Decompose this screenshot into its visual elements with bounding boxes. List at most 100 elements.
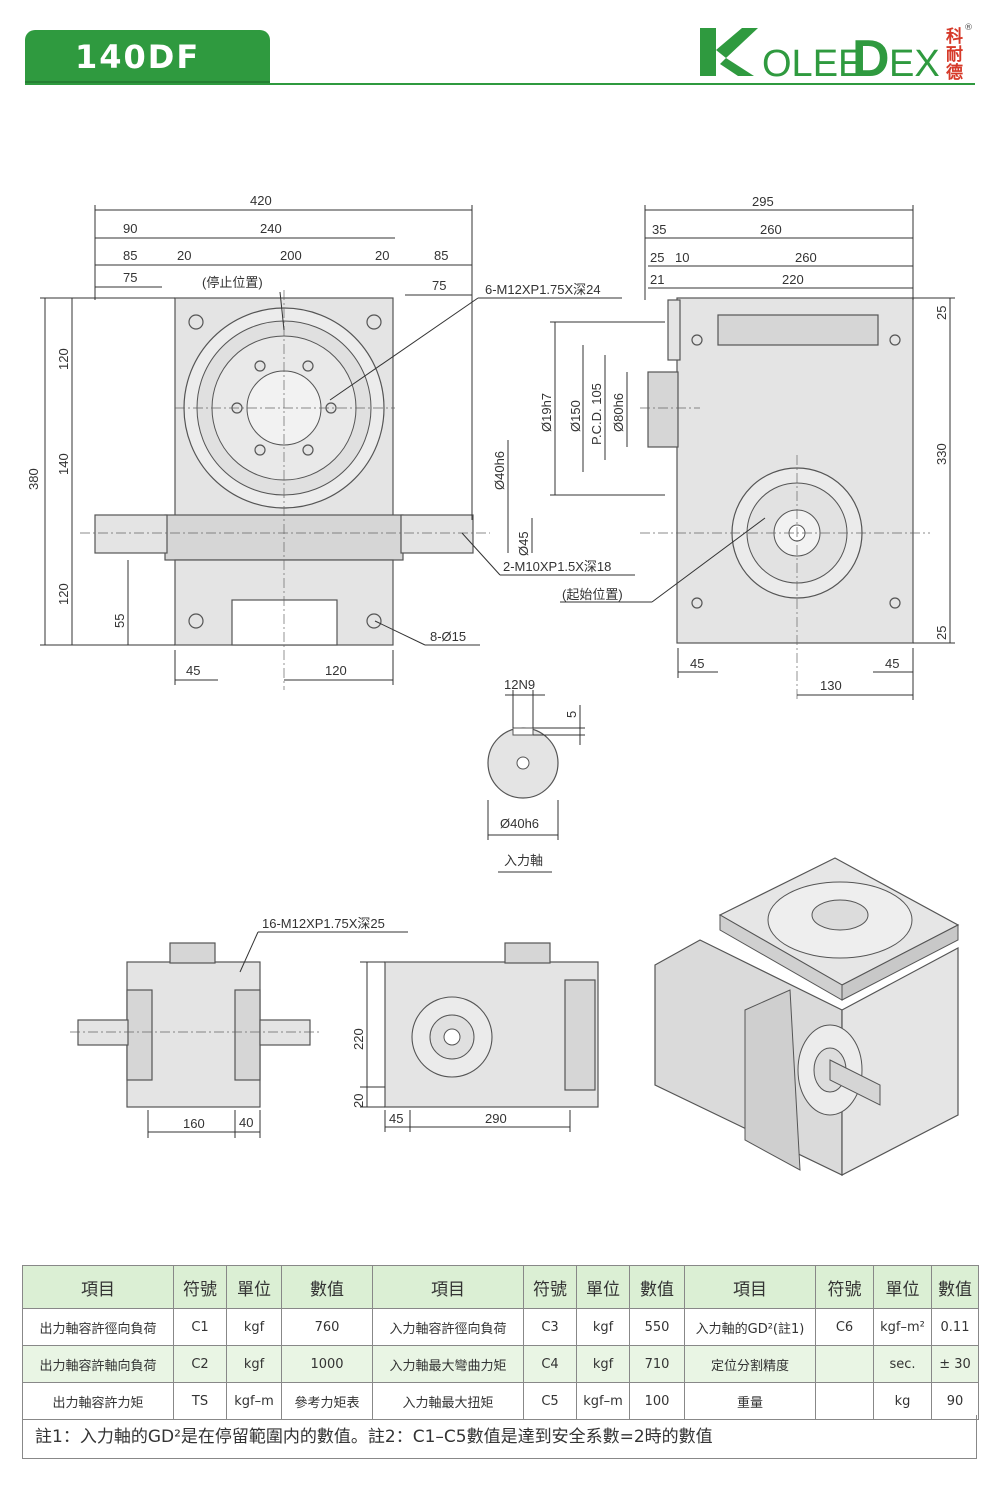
brand-cn-2: 耐: [946, 44, 963, 65]
dim-20-left: 20: [177, 248, 191, 263]
front-base-slot: [231, 599, 338, 646]
bottom2-top-shaft: [504, 942, 551, 964]
dim-45-front: 45: [186, 663, 200, 678]
dim-25-v-top: 25: [934, 306, 949, 320]
dim-295: 295: [752, 194, 774, 209]
bottom-view-1: 160 40 16-M12XP1.75X深25: [70, 916, 408, 1138]
cell: 100: [629, 1382, 685, 1420]
cell: [815, 1382, 874, 1420]
dim-120-bottom: 120: [56, 583, 71, 605]
side-top-groove: [717, 314, 879, 346]
dim-240: 240: [260, 221, 282, 236]
dim-20-right: 20: [375, 248, 389, 263]
side-flange: [667, 299, 681, 361]
brand-text-ex: EX: [889, 43, 940, 82]
dim-10-side: 10: [675, 250, 689, 265]
cell: kgf: [226, 1345, 282, 1383]
dim-85-left: 85: [123, 248, 137, 263]
cell: kg: [873, 1382, 932, 1420]
dim-420: 420: [250, 193, 272, 208]
cell: 入力軸最大彎曲力矩: [372, 1345, 524, 1383]
dim-150: Ø150: [568, 400, 583, 432]
th-item-1: 項目: [22, 1265, 174, 1309]
dim-12n9: 12N9: [504, 677, 535, 692]
bottom1-left-flange: [126, 989, 153, 1081]
dim-45-side-left: 45: [690, 656, 704, 671]
dim-40h6: Ø40h6: [492, 451, 507, 490]
table-row: 出力軸容許力矩 TS kgf–m 參考力矩表 入力軸最大扭矩 C5 kgf–m …: [22, 1382, 979, 1420]
cell: C1: [173, 1308, 227, 1346]
cell: C2: [173, 1345, 227, 1383]
side-output-shaft: [647, 371, 679, 448]
dim-160: 160: [183, 1116, 205, 1131]
bottom-view-2: 220 20 45 290: [351, 942, 599, 1132]
cell: 入力軸的GD²(註1): [684, 1308, 816, 1346]
dim-25-side: 25: [650, 250, 664, 265]
cell: sec.: [873, 1345, 932, 1383]
dim-5: 5: [564, 711, 579, 718]
th-value-2: 數值: [629, 1265, 685, 1309]
cell: 入力軸容許徑向負荷: [372, 1308, 524, 1346]
dim-140: 140: [56, 453, 71, 475]
model-tab: 140DF: [25, 30, 270, 85]
label-8-holes: 8-Ø15: [430, 629, 466, 644]
label-16-m12: 16-M12XP1.75X深25: [262, 916, 385, 931]
dim-260: 260: [795, 250, 817, 265]
dim-290: 290: [485, 1111, 507, 1126]
th-unit-2: 單位: [576, 1265, 630, 1309]
cell: [815, 1345, 874, 1383]
dim-90: 90: [123, 221, 137, 236]
bottom1-right-flange: [234, 989, 261, 1081]
cell: C3: [523, 1308, 577, 1346]
dim-220-bottom: 220: [351, 1028, 366, 1050]
dim-200: 200: [280, 248, 302, 263]
dim-120-front-bottom: 120: [325, 663, 347, 678]
th-symbol-3: 符號: [815, 1265, 874, 1309]
dim-45-bottom: 45: [389, 1111, 403, 1126]
cell: 550: [629, 1308, 685, 1346]
cell: 1000: [281, 1345, 373, 1383]
dim-120-top: 120: [56, 348, 71, 370]
dim-80h6: Ø80h6: [611, 393, 626, 432]
th-symbol-2: 符號: [523, 1265, 577, 1309]
dim-45-side-right: 45: [885, 656, 899, 671]
label-6-m12: 6-M12XP1.75X深24: [485, 282, 601, 297]
dim-45-shaft: Ø45: [516, 531, 531, 556]
label-start-position: (起始位置): [562, 587, 623, 602]
brand-logo: OLEE D EX 科 耐 德 ®: [700, 23, 973, 82]
dim-75-left: 75: [123, 270, 137, 285]
dim-55: 55: [112, 614, 127, 628]
cell: 710: [629, 1345, 685, 1383]
label-stop-position: (停止位置): [202, 275, 263, 290]
cell: 0.11: [931, 1308, 979, 1346]
dim-85-right: 85: [434, 248, 448, 263]
cell: 90: [931, 1382, 979, 1420]
cell: kgf–m: [226, 1382, 282, 1420]
cell: kgf: [226, 1308, 282, 1346]
th-unit-3: 單位: [873, 1265, 932, 1309]
caption-input-shaft: 入力軸: [504, 853, 543, 868]
front-view: 420 90 240 85 20 200 20 85 75 75 (停止位置) …: [26, 193, 635, 690]
side-view: 295 35 260 25 10 260 21 220 25 330 25 Ø1…: [539, 194, 955, 700]
brand-cn-1: 科: [946, 26, 963, 47]
cell: 定位分割精度: [684, 1345, 816, 1383]
bottom2-side-plate: [564, 979, 596, 1091]
cell: C5: [523, 1382, 577, 1420]
dim-pcd: P.C.D. 105: [589, 383, 604, 445]
cell: kgf–m: [576, 1382, 630, 1420]
right-shaft: [400, 514, 474, 554]
cell: 出力軸容許力矩: [22, 1382, 174, 1420]
registered-mark: ®: [964, 23, 973, 33]
spec-table: 項目 符號 單位 數值 項目 符號 單位 數值 項目 符號 單位 數值 出力軸容…: [22, 1265, 979, 1420]
th-value-1: 數值: [281, 1265, 373, 1309]
brand-cn-3: 德: [946, 62, 963, 82]
cell: C4: [523, 1345, 577, 1383]
dim-19h7: Ø19h7: [539, 393, 554, 432]
th-symbol-1: 符號: [173, 1265, 227, 1309]
cell: kgf: [576, 1308, 630, 1346]
cell: 760: [281, 1308, 373, 1346]
brand-text-d: D: [852, 30, 890, 82]
dim-330: 330: [934, 443, 949, 465]
brand-text-olee: OLEE: [762, 43, 863, 82]
dim-130: 130: [820, 678, 842, 693]
